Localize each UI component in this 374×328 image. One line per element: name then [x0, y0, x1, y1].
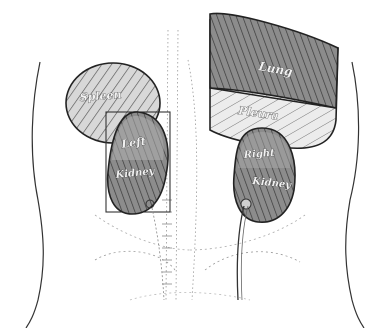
pelvic-contour-left: [95, 251, 175, 270]
torso-outline-right: [346, 62, 364, 328]
rib-contour-right: [190, 215, 305, 250]
rib-contour-left: [95, 215, 190, 250]
torso-outline-left: [26, 62, 43, 328]
pelvic-contour-right: [205, 252, 300, 270]
pelvic-floor-contour: [130, 293, 250, 301]
right-kidney-hilum: [241, 199, 251, 209]
vertebra-ticks: [162, 200, 172, 284]
left-ureter: [152, 208, 164, 300]
spine: [166, 30, 197, 300]
right-kidney-label-line1: Right: [242, 148, 275, 161]
